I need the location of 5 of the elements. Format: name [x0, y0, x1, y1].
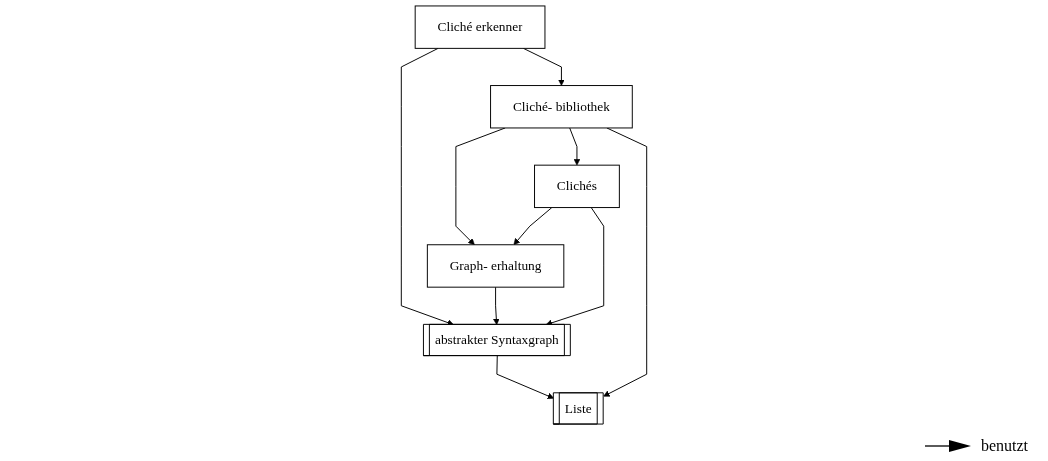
node-box: Graph- erhaltung	[426, 244, 565, 288]
node-box: Clichés	[534, 164, 620, 209]
node-box: Cliché- bibliothek	[490, 85, 633, 129]
node-box: Cliché erkenner	[414, 5, 546, 49]
legend-text: benutzt	[980, 437, 1028, 455]
